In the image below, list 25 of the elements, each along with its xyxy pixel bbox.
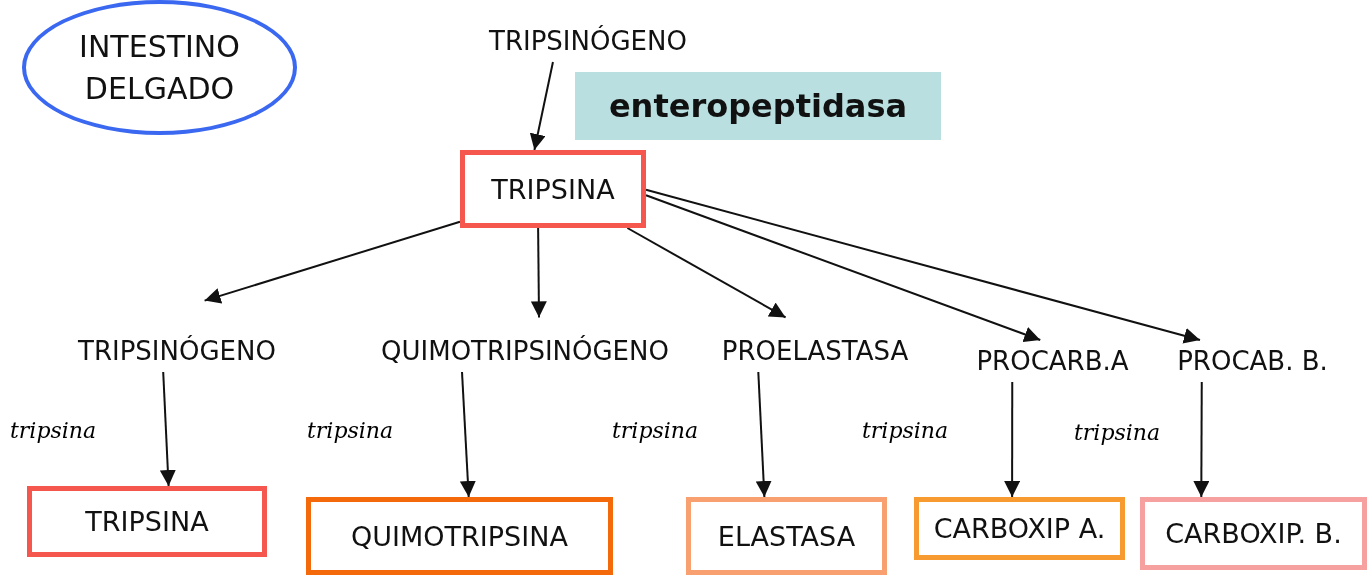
text-label: PROELASTASA [710,330,920,372]
arrow [203,220,461,304]
arrow [1004,381,1021,498]
arrow [755,371,772,498]
arrow [159,371,176,487]
ellipse-label: INTESTINO DELGADO [22,0,297,135]
text-label: PROCARB.A [965,340,1140,382]
text-label: PROCAB. B. [1165,340,1340,382]
arrow [626,227,787,319]
arrow [1193,381,1210,498]
enzyme-box: CARBOXIP A. [914,497,1125,560]
text-label: TRIPSINÓGENO [62,330,292,372]
arrow [459,371,476,498]
enzyme-box: ELASTASA [686,497,887,575]
enzyme-box: TRIPSINA [460,150,646,228]
arrow [645,188,1201,344]
text-label: TRIPSINÓGENO [468,20,708,62]
arrow [529,61,554,151]
arrow [530,227,547,319]
text-label: QUIMOTRIPSINÓGENO [350,330,700,372]
enzyme-box: TRIPSINA [27,486,267,557]
enzyme-box: CARBOXIP. B. [1140,497,1367,570]
highlight-box: enteropeptidasa [575,72,941,140]
arrow [645,194,1042,342]
enzyme-box: QUIMOTRIPSINA [306,497,613,575]
